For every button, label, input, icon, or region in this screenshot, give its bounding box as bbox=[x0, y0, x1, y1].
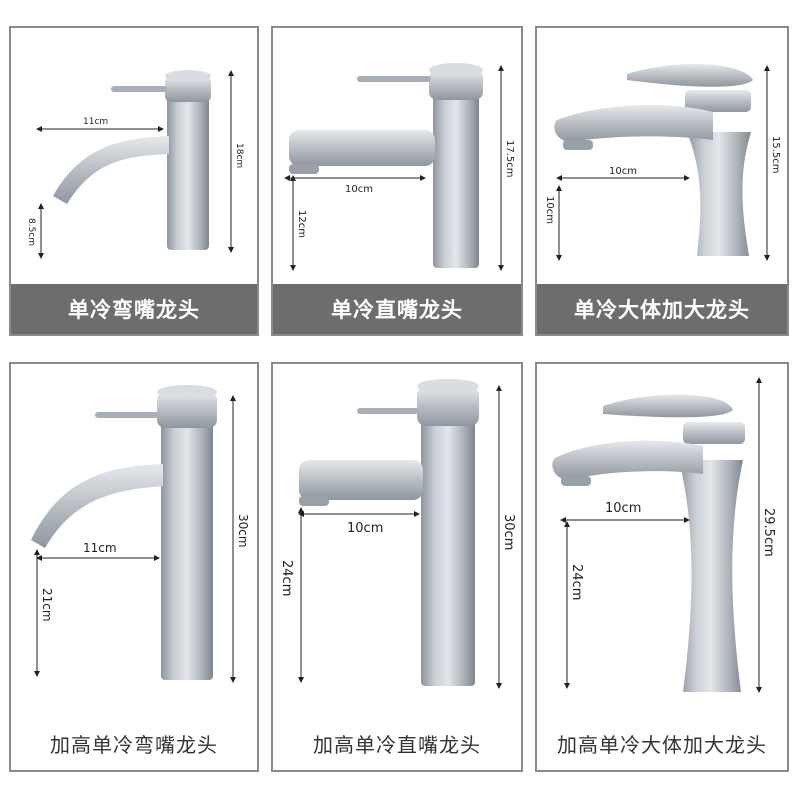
dim-height: 17.5cm bbox=[504, 140, 515, 178]
product-title: 加高单冷弯嘴龙头 bbox=[11, 716, 257, 770]
dim-spout-height: 12cm bbox=[296, 210, 307, 238]
dim-reach: 11cm bbox=[83, 541, 117, 555]
product-card-6[interactable]: 10cm 29.5cm 24cm 加高单冷大体加大龙头 bbox=[535, 362, 789, 772]
dim-height: 18cm bbox=[234, 143, 244, 168]
faucet-image: 11cm 18cm 8.5cm bbox=[26, 70, 244, 259]
dim-spout-height: 8.5cm bbox=[26, 218, 36, 246]
product-title: 单冷弯嘴龙头 bbox=[11, 284, 257, 334]
dim-reach: 10cm bbox=[609, 166, 637, 177]
dim-reach: 11cm bbox=[83, 117, 108, 127]
product-card-3[interactable]: 10cm 15.5cm 10cm 单冷大体加大龙头 bbox=[535, 26, 789, 336]
dim-height: 30cm bbox=[236, 514, 250, 548]
dim-spout-height: 24cm bbox=[569, 564, 584, 600]
dim-reach: 10cm bbox=[605, 501, 641, 516]
product-title: 单冷大体加大龙头 bbox=[537, 284, 787, 334]
dim-reach: 10cm bbox=[347, 521, 383, 536]
product-card-1[interactable]: 11cm 18cm 8.5cm 单冷弯嘴龙头 bbox=[9, 26, 259, 336]
faucet-image: 10cm 30cm 24cm bbox=[279, 379, 516, 689]
product-title: 单冷直嘴龙头 bbox=[273, 284, 521, 334]
product-title: 加高单冷直嘴龙头 bbox=[273, 716, 521, 770]
dim-height: 29.5cm bbox=[761, 508, 776, 557]
product-title: 加高单冷大体加大龙头 bbox=[537, 716, 787, 770]
dim-reach: 10cm bbox=[345, 184, 373, 195]
faucet-image: 11cm 30cm 21cm bbox=[31, 385, 250, 683]
faucet-image: 10cm 15.5cm 10cm bbox=[544, 63, 781, 261]
dim-spout-height: 24cm bbox=[279, 560, 294, 596]
faucet-image: 10cm 17.5cm 12cm bbox=[284, 63, 515, 271]
product-card-5[interactable]: 10cm 30cm 24cm 加高单冷直嘴龙头 bbox=[271, 362, 523, 772]
product-card-4[interactable]: 11cm 30cm 21cm 加高单冷弯嘴龙头 bbox=[9, 362, 259, 772]
dim-height: 15.5cm bbox=[770, 136, 781, 174]
dim-spout-height: 21cm bbox=[40, 588, 54, 622]
product-card-2[interactable]: 10cm 17.5cm 12cm 单冷直嘴龙头 bbox=[271, 26, 523, 336]
dim-spout-height: 10cm bbox=[544, 196, 555, 224]
dim-height: 30cm bbox=[501, 514, 516, 550]
faucet-image: 10cm 29.5cm 24cm bbox=[552, 377, 776, 693]
